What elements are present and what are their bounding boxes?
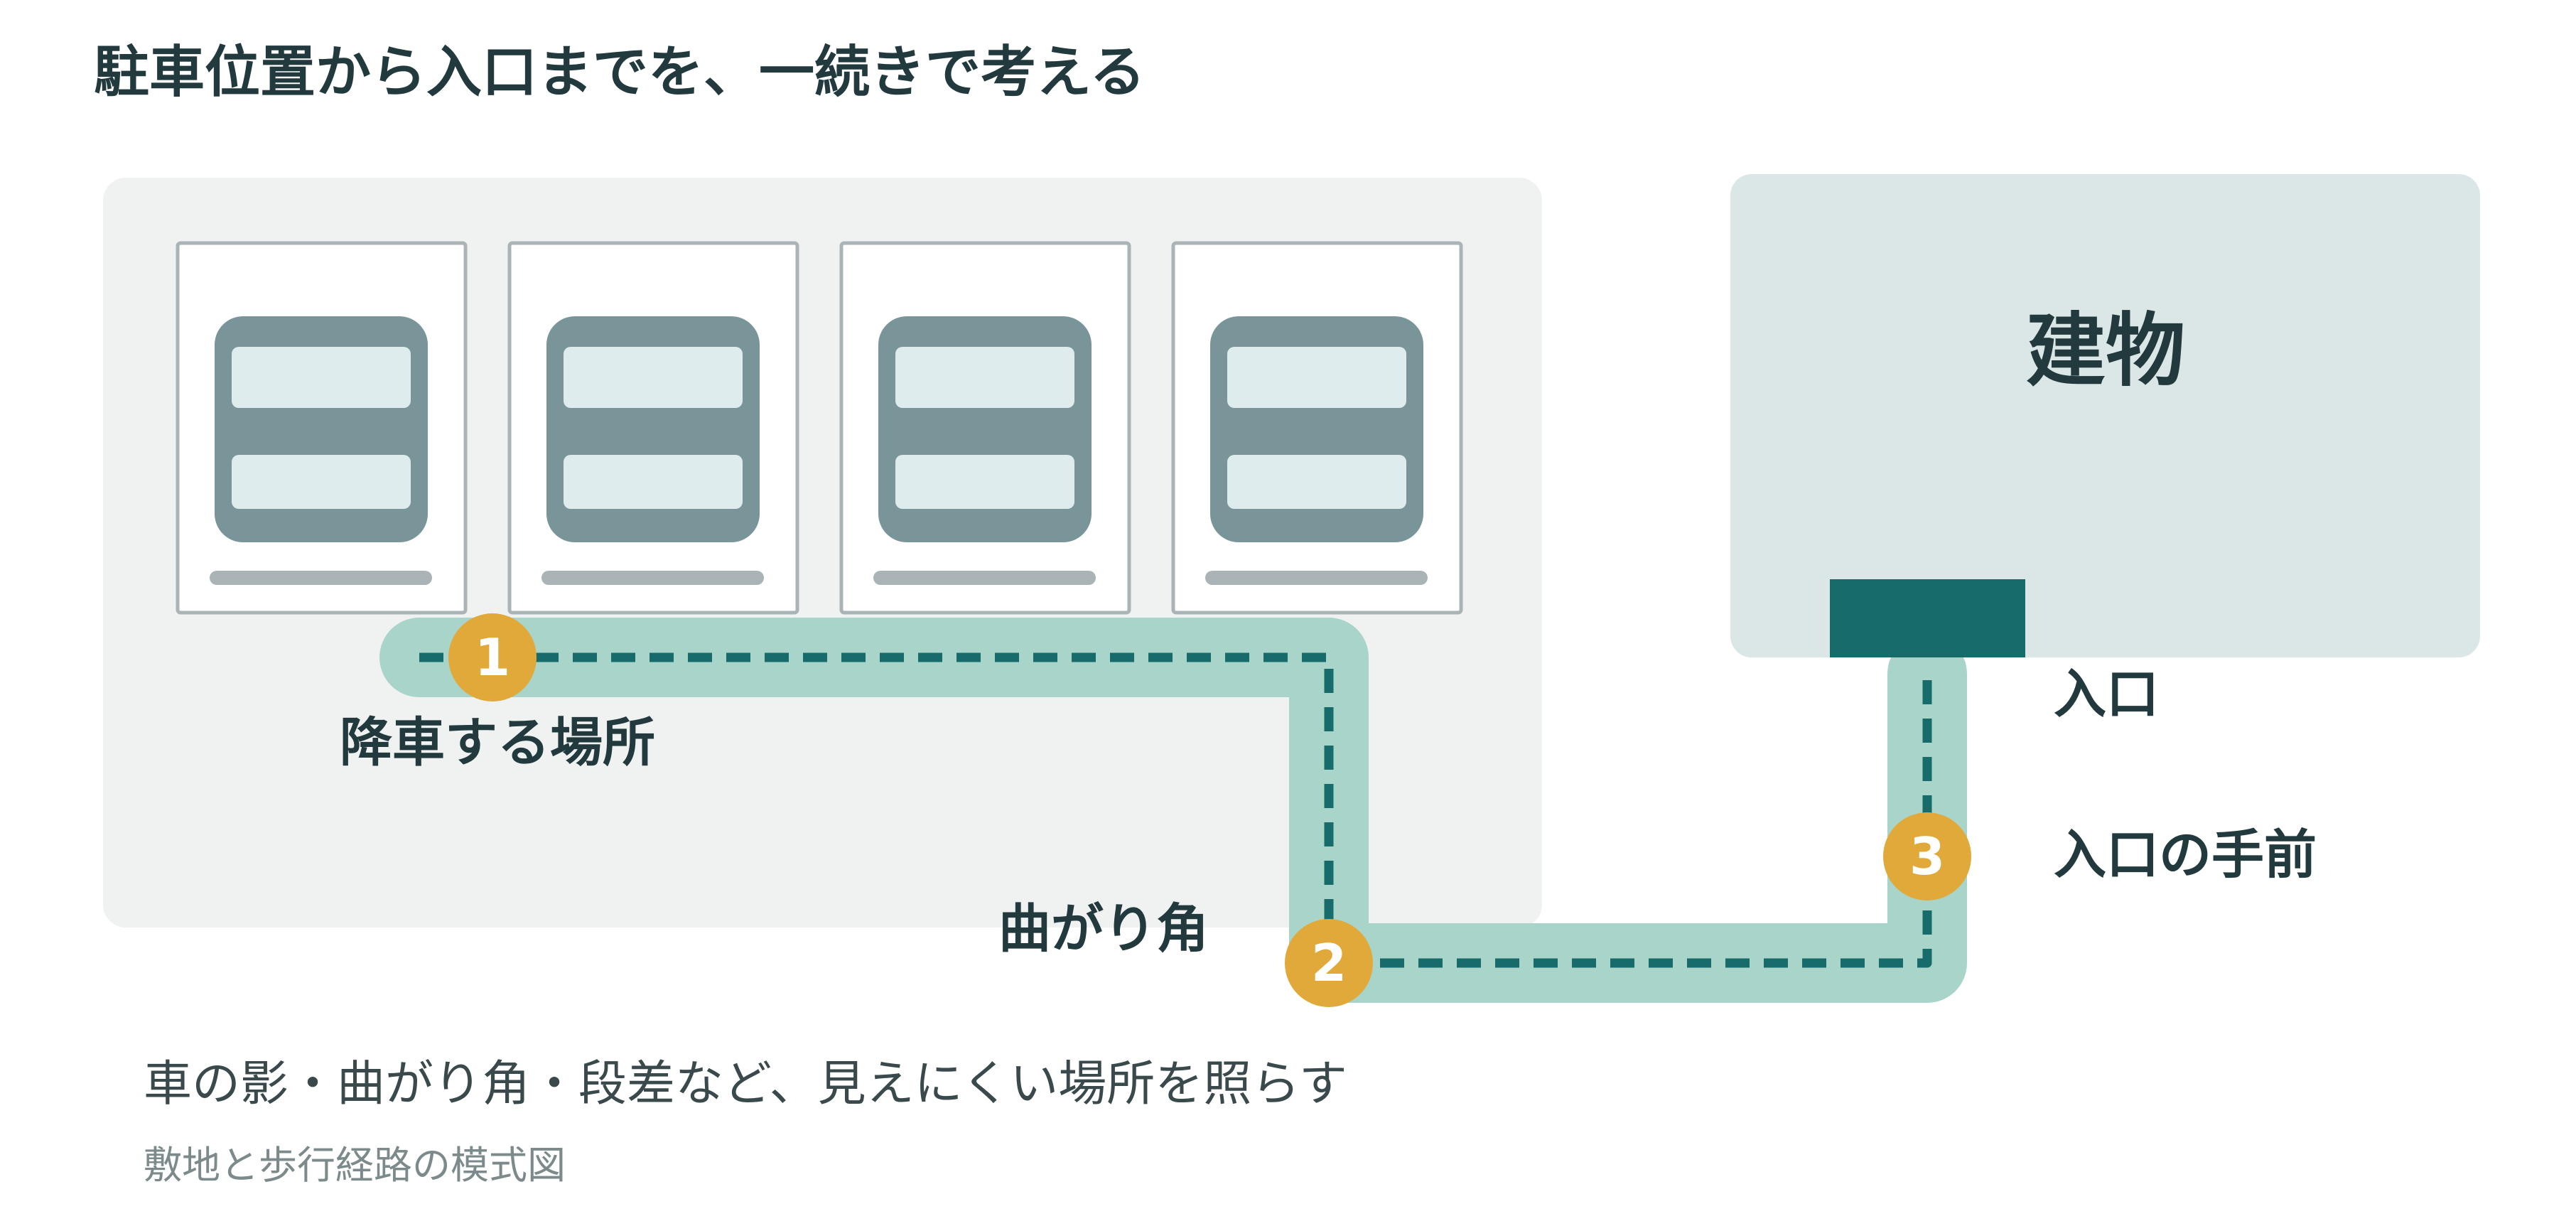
parking-bay-4 [1171,241,1463,615]
building [1730,174,2480,657]
diagram-title: 駐車位置から入口までを、一続きで考える [94,41,1146,104]
marker-3-number: 3 [1909,827,1945,886]
parking-bay-2 [507,241,799,615]
entrance-label: 入口 [2054,664,2159,725]
building-label: 建物 [2026,305,2185,397]
marker-3: 3 [1883,812,1971,900]
caption: 車の影・曲がり角・段差など、見えにくい場所を照らす [144,1056,1347,1112]
marker-2-label: 曲がり角 [998,898,1209,959]
subcaption: 敷地と歩行経路の模式図 [144,1143,566,1188]
entrance [1830,579,2025,657]
marker-2-number: 2 [1311,933,1347,993]
marker-3-label: 入口の手前 [2054,824,2317,886]
parking-bay-3 [839,241,1131,615]
marker-1-label: 降車する場所 [340,712,655,773]
parking-bay-1 [176,241,468,615]
marker-1-number: 1 [475,628,510,687]
marker-1: 1 [448,613,537,701]
marker-2: 2 [1285,919,1373,1007]
